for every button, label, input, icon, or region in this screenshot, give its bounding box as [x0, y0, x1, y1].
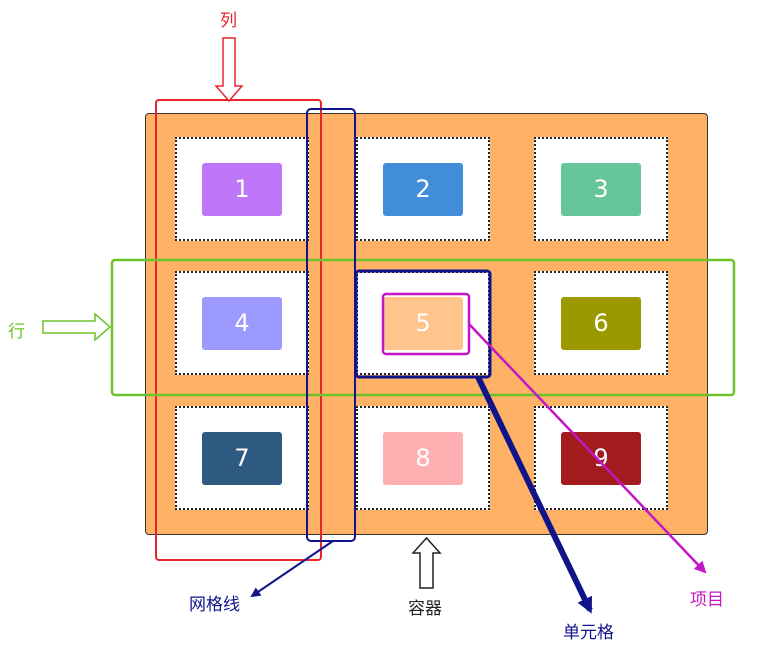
grid-item-one: 1 — [202, 163, 282, 216]
grid-line-highlight — [306, 108, 356, 542]
item-label: 项目 — [690, 590, 724, 610]
grid-cell-seven: 7 — [175, 406, 309, 510]
grid-cell-three: 3 — [534, 137, 668, 241]
cell-highlight — [354, 269, 492, 379]
column-arrow-icon — [214, 37, 244, 103]
column-label: 列 — [220, 11, 237, 31]
grid-item-four: 4 — [202, 297, 282, 350]
item-pointer — [468, 323, 707, 574]
grid-item-three: 3 — [561, 163, 641, 216]
row-arrow-icon — [42, 312, 112, 342]
cell-pointer — [475, 375, 593, 614]
grid-item-six: 6 — [561, 297, 641, 350]
item-highlight — [381, 292, 471, 356]
container-arrow-icon — [411, 536, 442, 589]
grid-cell-five: 5 — [356, 271, 490, 375]
grid-cell-six: 6 — [534, 271, 668, 375]
grid-line-pointer — [250, 540, 334, 598]
grid-cell-two: 2 — [356, 137, 490, 241]
row-label: 行 — [8, 322, 25, 342]
container-label: 容器 — [408, 599, 442, 619]
grid-cell-eight: 8 — [356, 406, 490, 510]
grid-item-two: 2 — [383, 163, 463, 216]
column-highlight — [155, 99, 322, 561]
cell-label: 单元格 — [563, 623, 614, 643]
row-highlight — [110, 258, 736, 397]
grid-cell-four: 4 — [175, 271, 309, 375]
grid-item-five: 5 — [383, 297, 463, 350]
grid-line-label: 网格线 — [189, 595, 240, 615]
grid-item-seven: 7 — [202, 432, 282, 485]
grid-cell-one: 1 — [175, 137, 309, 241]
grid-item-eight: 8 — [383, 432, 463, 485]
grid-cell-nine: 9 — [534, 406, 668, 510]
grid-item-nine: 9 — [561, 432, 641, 485]
